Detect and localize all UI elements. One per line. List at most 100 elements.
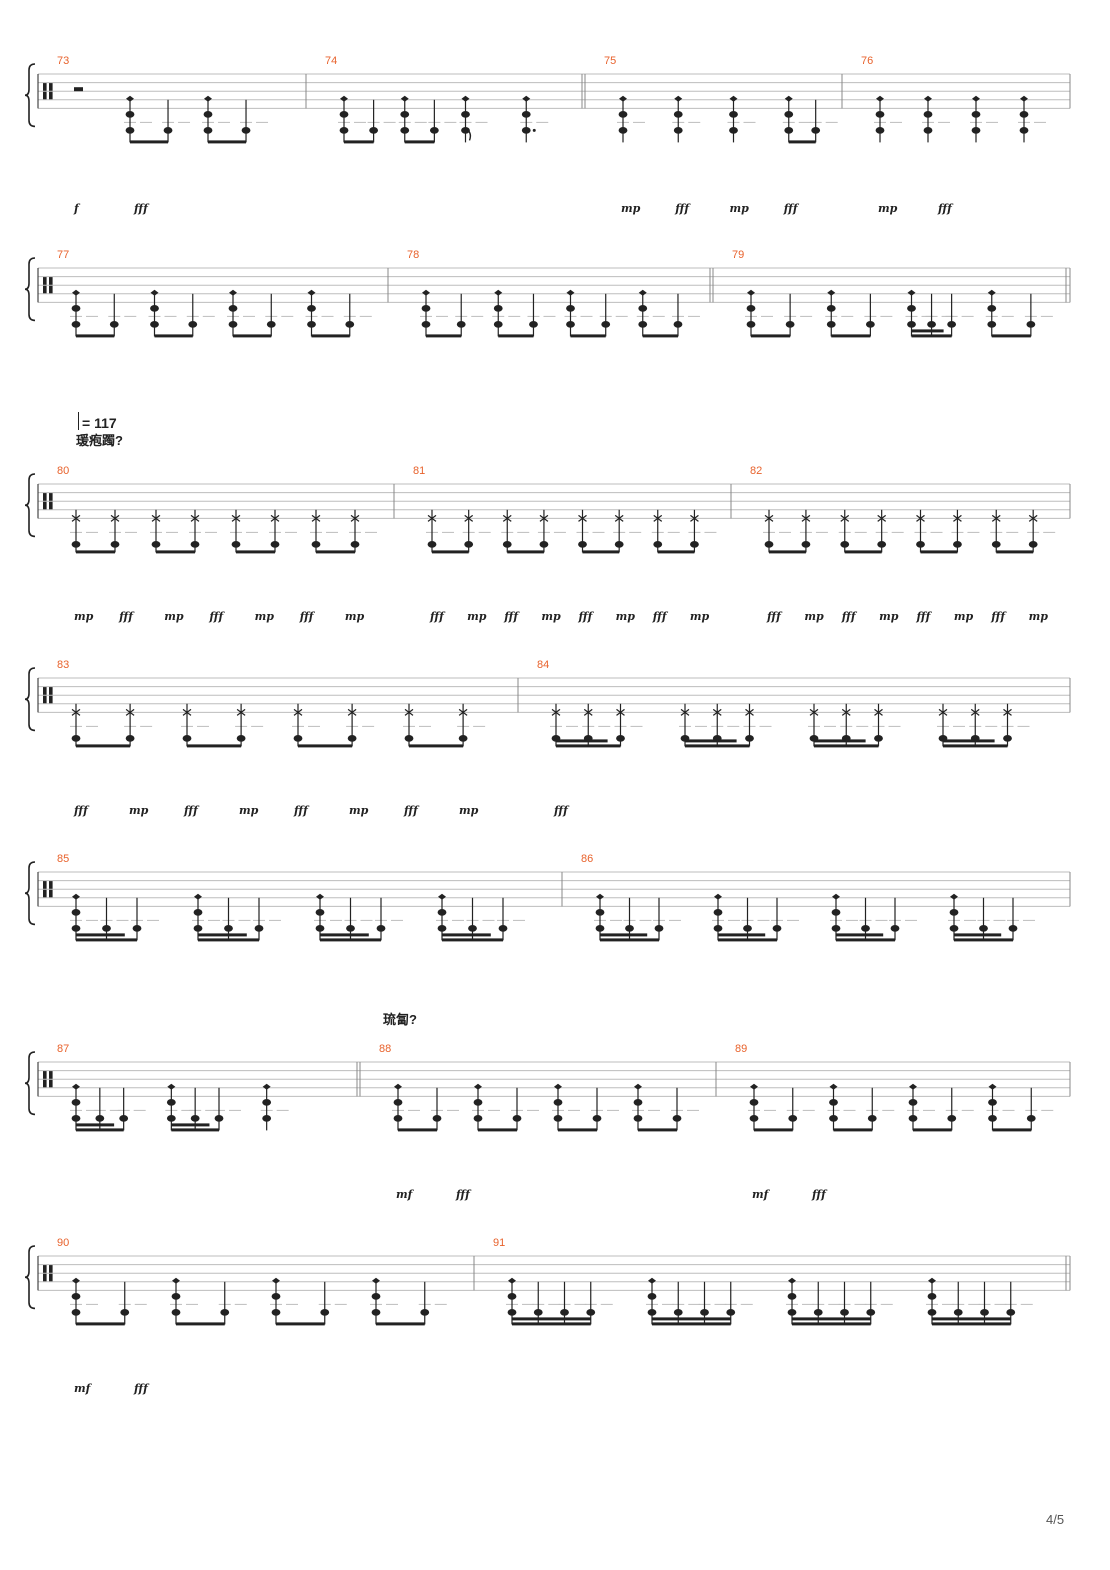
- tempo-label: = 117: [82, 415, 117, 431]
- beam: [409, 744, 464, 748]
- dynamic-marking: mp: [879, 610, 899, 623]
- dynamic-marking: fff: [293, 804, 310, 817]
- dynamic-marking: mp: [804, 610, 824, 623]
- beam: [512, 1322, 591, 1326]
- beam: [920, 550, 958, 554]
- cymbal-note: [522, 95, 531, 102]
- dynamic-marking: fff: [811, 1188, 828, 1201]
- dynamic-marking: mp: [616, 610, 636, 623]
- cymbal-note: [988, 1083, 997, 1090]
- dynamic-marking: mp: [878, 202, 898, 215]
- beam: [954, 938, 1013, 942]
- beam: [478, 1128, 517, 1132]
- dynamic-marking: fff: [133, 202, 150, 215]
- beam: [844, 550, 882, 554]
- dynamic-marking: fff: [73, 804, 90, 817]
- measure-number: 73: [57, 55, 69, 67]
- cymbal-note: [634, 1083, 642, 1090]
- measure-number: 90: [57, 1237, 69, 1249]
- dynamic-marking: fff: [916, 610, 933, 623]
- cymbal-note: [272, 1277, 280, 1284]
- beam: [558, 1128, 597, 1132]
- dynamic-marking: fff: [208, 610, 225, 623]
- beam: [751, 334, 791, 338]
- measure-number: 84: [537, 659, 549, 671]
- beam: [187, 744, 242, 748]
- dynamic-marking: mp: [459, 804, 479, 817]
- measure-number: 74: [325, 55, 337, 67]
- beam: [398, 1128, 437, 1132]
- beam: [652, 1322, 731, 1326]
- cymbal-note: [750, 1083, 758, 1090]
- measure-number: 81: [413, 465, 425, 477]
- beam: [76, 550, 115, 554]
- dynamic-marking: fff: [455, 1188, 472, 1201]
- beam: [913, 1128, 952, 1132]
- measure-number: 76: [861, 55, 873, 67]
- cymbal-note: [1020, 95, 1028, 102]
- dynamic-marking: mp: [541, 610, 561, 623]
- cymbal-note: [909, 1083, 917, 1090]
- system-brace: [24, 861, 36, 926]
- cymbal-note: [316, 893, 324, 900]
- beam: [236, 550, 275, 554]
- beam: [76, 744, 131, 748]
- system-brace: [24, 257, 36, 322]
- cymbal-note: [674, 95, 683, 102]
- cymbal-note: [72, 893, 80, 900]
- beam: [316, 550, 355, 554]
- measure-number: 75: [604, 55, 616, 67]
- measure-number: 85: [57, 853, 69, 865]
- beam: [556, 744, 621, 748]
- cymbal-note: [619, 95, 627, 102]
- beam: [718, 938, 777, 942]
- beam: [836, 938, 895, 942]
- system-brace: [24, 63, 36, 128]
- cymbal-note: [262, 1083, 271, 1090]
- beam-16th: [320, 933, 369, 937]
- measure-number: 80: [57, 465, 69, 477]
- cymbal-note: [876, 95, 884, 102]
- dynamic-marking: fff: [937, 202, 954, 215]
- cymbal-note: [596, 893, 604, 900]
- cymbal-note: [72, 289, 80, 296]
- dynamic-marking: mf: [74, 1382, 93, 1395]
- beam-16th: [932, 1317, 1011, 1321]
- dynamic-marking: fff: [674, 202, 691, 215]
- dynamic-marking: fff: [403, 804, 420, 817]
- cymbal-note: [72, 1277, 80, 1284]
- cymbal-note: [832, 893, 840, 900]
- beam: [76, 1322, 125, 1326]
- beam: [570, 334, 606, 338]
- dynamic-marking: mp: [74, 610, 94, 623]
- dynamic-marking: fff: [578, 610, 595, 623]
- dynamic-marking: fff: [990, 610, 1007, 623]
- beam: [507, 550, 544, 554]
- cymbal-note: [928, 1277, 936, 1284]
- measure-number: 77: [57, 249, 69, 261]
- beam: [156, 550, 195, 554]
- flag: [465, 127, 472, 141]
- dynamic-marking: mf: [752, 1188, 771, 1201]
- beam: [911, 334, 952, 338]
- dynamic-marking: fff: [133, 1382, 150, 1395]
- beam: [769, 550, 806, 554]
- beam-16th: [171, 1123, 210, 1127]
- measure-number: 79: [732, 249, 744, 261]
- cymbal-note: [494, 289, 503, 296]
- dynamic-marking: fff: [183, 804, 200, 817]
- beam-16th: [76, 933, 125, 937]
- cymbal-note: [554, 1083, 562, 1090]
- cymbal-note: [438, 893, 446, 900]
- beam-16th: [76, 1123, 115, 1127]
- section-label: 琉匐?: [383, 1012, 417, 1027]
- beam: [814, 744, 879, 748]
- beam: [498, 334, 534, 338]
- cymbal-note: [400, 95, 409, 102]
- system-brace: [24, 1245, 36, 1310]
